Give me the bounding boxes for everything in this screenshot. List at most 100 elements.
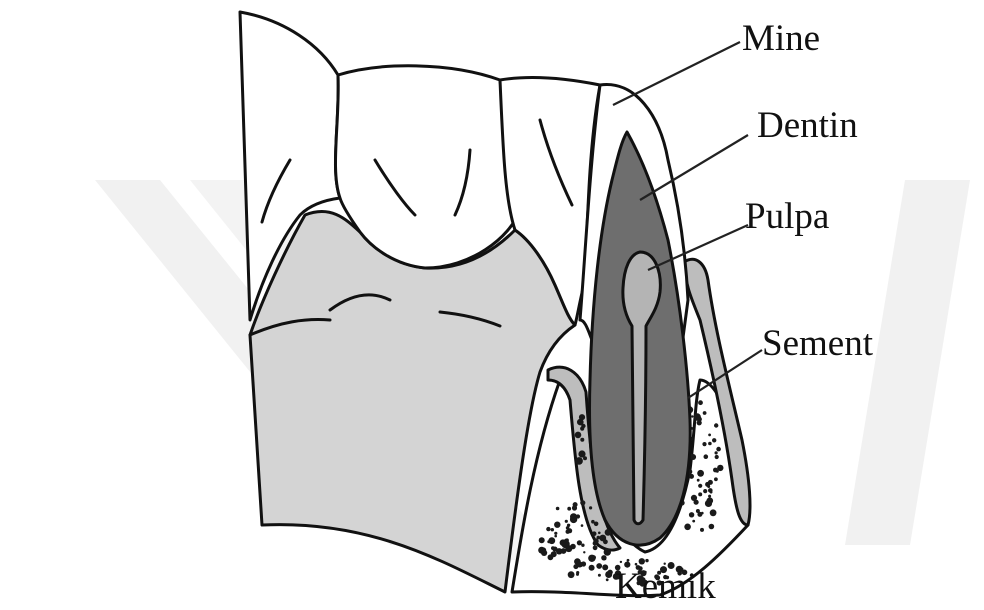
bone-dot xyxy=(639,558,645,564)
bone-dot xyxy=(562,540,569,547)
bone-dot xyxy=(705,500,712,507)
bone-dot xyxy=(645,559,648,562)
leader-enamel xyxy=(613,42,740,105)
bone-dot xyxy=(567,524,570,527)
bone-dot xyxy=(710,491,713,494)
bone-dot xyxy=(620,561,622,563)
bone-dot xyxy=(696,509,700,513)
bone-dot xyxy=(541,550,547,556)
bone-dot xyxy=(546,527,550,531)
bone-dot xyxy=(554,522,560,528)
bone-dot xyxy=(602,537,605,540)
bone-dot xyxy=(575,432,582,439)
bone-dot xyxy=(708,480,713,485)
bone-dot xyxy=(588,526,591,529)
bone-dot xyxy=(594,522,599,527)
bone-dot xyxy=(556,507,560,511)
bone-dot xyxy=(598,574,601,577)
bone-dot xyxy=(578,421,581,424)
bone-dot xyxy=(548,537,555,544)
bone-dot xyxy=(608,570,613,575)
bone-dot xyxy=(603,557,607,561)
bone-dot xyxy=(709,524,715,530)
bone-dot xyxy=(664,563,666,565)
bone-dot xyxy=(565,520,568,523)
bone-dot xyxy=(573,502,578,507)
bone-dot xyxy=(698,400,703,405)
bone-dot xyxy=(602,564,608,570)
bone-dot xyxy=(697,417,702,422)
label-cementum: Sement xyxy=(762,323,874,364)
label-pulp: Pulpa xyxy=(745,196,829,237)
bone-dot xyxy=(552,547,557,552)
bone-dot xyxy=(580,500,585,505)
label-enamel: Mine xyxy=(742,18,820,59)
bone-dot xyxy=(708,434,711,437)
bone-dot xyxy=(703,489,707,493)
bone-dot xyxy=(570,544,576,550)
bone-dot xyxy=(566,530,570,534)
bone-dot xyxy=(697,479,700,482)
bone-dot xyxy=(684,524,691,531)
bone-dot xyxy=(714,423,718,427)
bone-dot xyxy=(702,442,706,446)
bone-dot xyxy=(579,414,585,420)
bone-dot xyxy=(689,474,694,479)
bone-dot xyxy=(714,477,718,481)
bone-dot xyxy=(604,548,611,555)
bone-dot xyxy=(577,540,582,545)
bone-dot xyxy=(701,512,704,515)
bone-dot xyxy=(697,470,704,477)
bone-dot xyxy=(689,512,694,517)
back-tooth-2 xyxy=(335,66,520,268)
bone-dot xyxy=(704,454,709,459)
bone-dot xyxy=(712,438,716,442)
bone-dot xyxy=(589,506,592,509)
bone-dot xyxy=(694,500,699,505)
bone-dot xyxy=(592,531,597,536)
bone-dot xyxy=(716,447,721,452)
bone-dot xyxy=(606,578,609,581)
bone-dot xyxy=(551,528,554,531)
bone-dot xyxy=(583,551,585,553)
label-dentin: Dentin xyxy=(757,105,858,146)
bone-dot xyxy=(715,451,718,454)
bone-dot xyxy=(692,520,695,523)
bone-dot xyxy=(567,507,571,511)
bone-dot xyxy=(708,442,712,446)
bone-dot xyxy=(551,551,557,557)
bone-dot xyxy=(627,559,630,562)
bone-dot xyxy=(710,509,717,516)
bone-dot xyxy=(691,415,693,417)
bone-dot xyxy=(575,457,583,465)
bone-dot xyxy=(574,558,581,565)
bone-dot xyxy=(717,465,723,471)
bone-dot xyxy=(698,492,702,496)
bone-dot xyxy=(539,537,545,543)
bone-dot xyxy=(703,411,707,415)
bone-dot xyxy=(598,532,601,535)
bone-dot xyxy=(708,495,711,498)
bone-dot xyxy=(698,484,702,488)
bone-dot xyxy=(581,544,584,547)
bone-dot xyxy=(561,548,567,554)
bone-dot xyxy=(700,528,704,532)
bone-dot xyxy=(593,538,598,543)
bone-dot xyxy=(715,455,719,459)
bone-dot xyxy=(591,555,596,560)
label-bone: Kemik xyxy=(615,566,716,607)
bone-dot xyxy=(580,427,584,431)
bone-dot xyxy=(596,563,602,569)
bone-dot xyxy=(554,532,557,535)
bone-dot xyxy=(570,513,577,520)
bone-dot xyxy=(580,438,584,442)
bone-dot xyxy=(554,535,557,538)
bone-dot xyxy=(578,450,585,457)
bone-dot xyxy=(707,485,710,488)
bone-dot xyxy=(576,573,579,576)
bone-dot xyxy=(568,571,575,578)
bone-dot xyxy=(593,545,598,550)
bone-dot xyxy=(589,565,595,571)
bone-dot xyxy=(581,524,584,527)
